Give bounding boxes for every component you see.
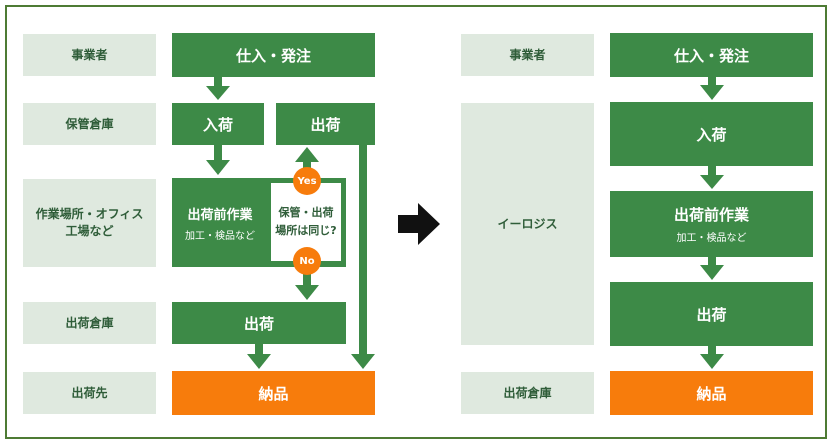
left-preprocess-text: 出荷前作業: [187, 207, 253, 223]
left-shipping-top-text: 出荷: [310, 115, 341, 134]
left-order-text: 仕入・発注: [235, 46, 311, 65]
left-receiving-text: 入荷: [202, 115, 233, 134]
right-shipping-text: 出荷: [696, 305, 727, 324]
left-order-box: 仕入・発注: [172, 33, 375, 77]
right-delivery-box: 納品: [610, 371, 813, 415]
right-receiving-box: 入荷: [610, 102, 813, 166]
left-delivery-box: 納品: [172, 371, 375, 415]
left-shipping-top-box: 出荷: [276, 103, 375, 145]
arrow-down-icon: [206, 145, 230, 175]
big-right-arrow-icon: [398, 203, 440, 245]
right-preprocess-box: 出荷前作業 加工・検品など: [610, 191, 813, 257]
right-shipping-box: 出荷: [610, 282, 813, 346]
right-receiving-text: 入荷: [696, 125, 727, 144]
row-label-storage-warehouse: 保管倉庫: [23, 103, 156, 145]
right-row-label-shipping-warehouse: 出荷倉庫: [461, 372, 594, 414]
no-badge: No: [293, 247, 321, 275]
right-order-box: 仕入・発注: [610, 33, 813, 77]
row-label-destination: 出荷先: [23, 372, 156, 414]
yes-badge: Yes: [293, 167, 321, 195]
arrow-down-icon: [700, 77, 724, 100]
arrow-down-icon: [351, 145, 375, 369]
left-shipping-box: 出荷: [172, 302, 346, 344]
left-receiving-box: 入荷: [172, 103, 264, 145]
left-question-box: 保管・出荷 場所は同じ?: [271, 183, 341, 261]
right-preprocess-subtext: 加工・検品など: [676, 233, 747, 244]
arrow-down-icon: [206, 77, 230, 100]
row-label-business: 事業者: [23, 34, 156, 76]
right-delivery-text: 納品: [696, 384, 727, 403]
left-shipping-text: 出荷: [243, 314, 274, 333]
arrow-down-icon: [700, 257, 724, 280]
row-label-shipping-warehouse: 出荷倉庫: [23, 302, 156, 344]
row-label-work-place: 作業場所・オフィス 工場など: [23, 179, 156, 267]
right-order-text: 仕入・発注: [673, 46, 749, 65]
left-delivery-text: 納品: [258, 384, 289, 403]
arrow-down-icon: [295, 274, 319, 300]
left-preprocess-subtext: 加工・検品など: [185, 230, 255, 242]
arrow-down-icon: [700, 346, 724, 369]
arrow-down-icon: [700, 166, 724, 189]
right-row-label-elogis: イーロジス: [461, 103, 594, 345]
arrow-down-icon: [247, 344, 271, 369]
right-row-label-business: 事業者: [461, 34, 594, 76]
right-preprocess-text: 出荷前作業: [673, 206, 749, 224]
